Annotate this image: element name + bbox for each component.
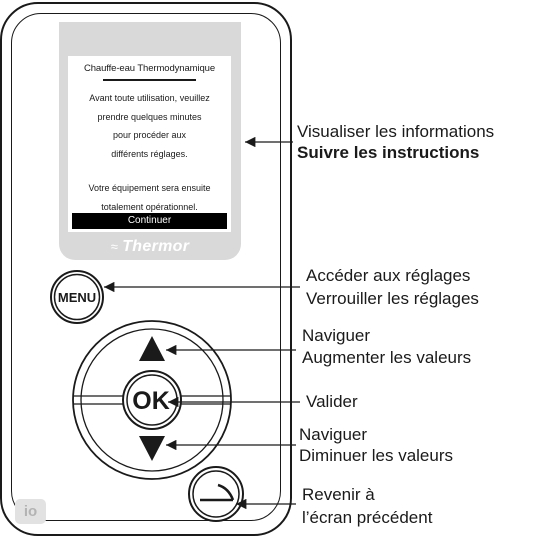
screen-message-line: différents réglages. [111, 148, 188, 159]
menu-button[interactable]: MENU [50, 270, 104, 324]
screen-title-underline [103, 79, 196, 81]
screen-message-line: Avant toute utilisation, veuillez [89, 93, 210, 103]
down-arrow-button[interactable] [139, 436, 165, 461]
thermor-logo-mark: ≈ [110, 239, 119, 254]
thermostat-device-bezel [11, 13, 281, 521]
triangle-up-icon [139, 336, 165, 361]
screen-message-line: Votre équipement sera ensuite [88, 183, 211, 194]
thermor-logo: ≈Thermor [85, 237, 215, 257]
screen-message-line: totalement opérationnel. [101, 201, 198, 212]
screen-title: Chauffe-eau Thermodynamique [83, 63, 216, 74]
triangle-down-icon [139, 436, 165, 461]
screen-message-line: prendre quelques minutes [97, 111, 202, 122]
continue-button[interactable]: Continuer [72, 213, 227, 229]
io-logo: io [15, 499, 46, 524]
display-screen: Chauffe-eau Thermodynamique Avant toute … [68, 56, 231, 232]
up-arrow-button[interactable] [139, 336, 165, 361]
screen-message: Avant toute utilisation, veuillez prendr… [68, 89, 231, 217]
ok-button[interactable]: OK [122, 370, 182, 430]
menu-button-label: MENU [58, 290, 96, 305]
back-button[interactable] [188, 466, 244, 522]
thermor-logo-text: Thermor [122, 238, 190, 255]
screen-message-line: pour procéder aux [112, 130, 187, 141]
ok-button-label: OK [132, 387, 170, 415]
return-arrow-icon [200, 483, 235, 502]
